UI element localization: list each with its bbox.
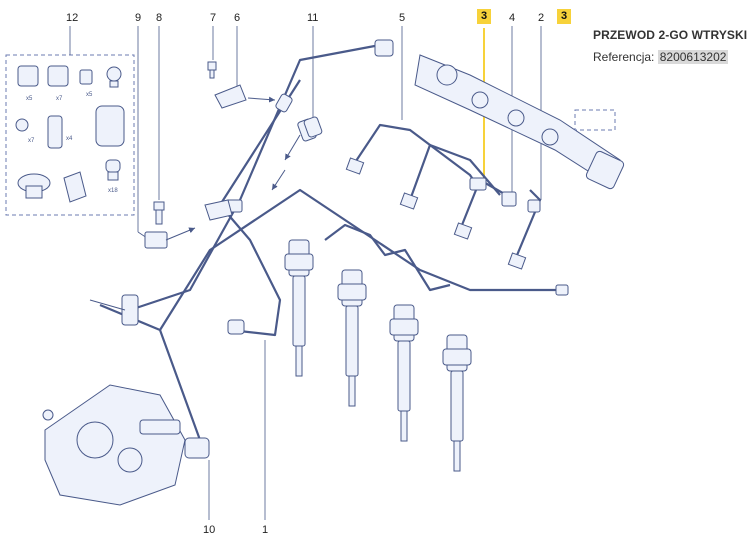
callout-label: 5: [399, 12, 405, 24]
callout-label: 10: [203, 524, 215, 536]
callout-label: 4: [509, 12, 515, 24]
selected-part-badge: 3: [557, 9, 571, 24]
callout-label: 6: [234, 12, 240, 24]
qty-label: x4: [66, 136, 73, 142]
reference-label: Referencja:: [593, 50, 655, 64]
qty-label: x5: [26, 96, 33, 102]
part-title: PRZEWOD 2-GO WTRYSKI: [593, 28, 748, 42]
kit-parts-box[interactable]: x5 x7 x5 x7 x4 x18: [5, 54, 135, 216]
callout-label: 1: [262, 524, 268, 536]
part-reference: Referencja: 8200613202: [593, 50, 750, 64]
callout-label: 7: [210, 12, 216, 24]
callout-label: 9: [135, 12, 141, 24]
part-info-panel: PRZEWOD 2-GO WTRYSKI Referencja: 8200613…: [593, 28, 750, 64]
callout-label: 11: [307, 12, 318, 24]
reference-value[interactable]: 8200613202: [657, 50, 729, 64]
callout-label: 8: [156, 12, 162, 24]
callout-label: 12: [66, 12, 78, 24]
callout-badge-highlighted[interactable]: 3: [477, 9, 491, 24]
qty-label: x7: [28, 138, 35, 144]
fuel-pump[interactable]: [42, 384, 210, 506]
injectors[interactable]: [284, 239, 472, 472]
callout-label: 2: [538, 12, 544, 24]
qty-label: x18: [108, 188, 118, 194]
qty-label: x5: [86, 92, 93, 98]
qty-label: x7: [56, 96, 63, 102]
